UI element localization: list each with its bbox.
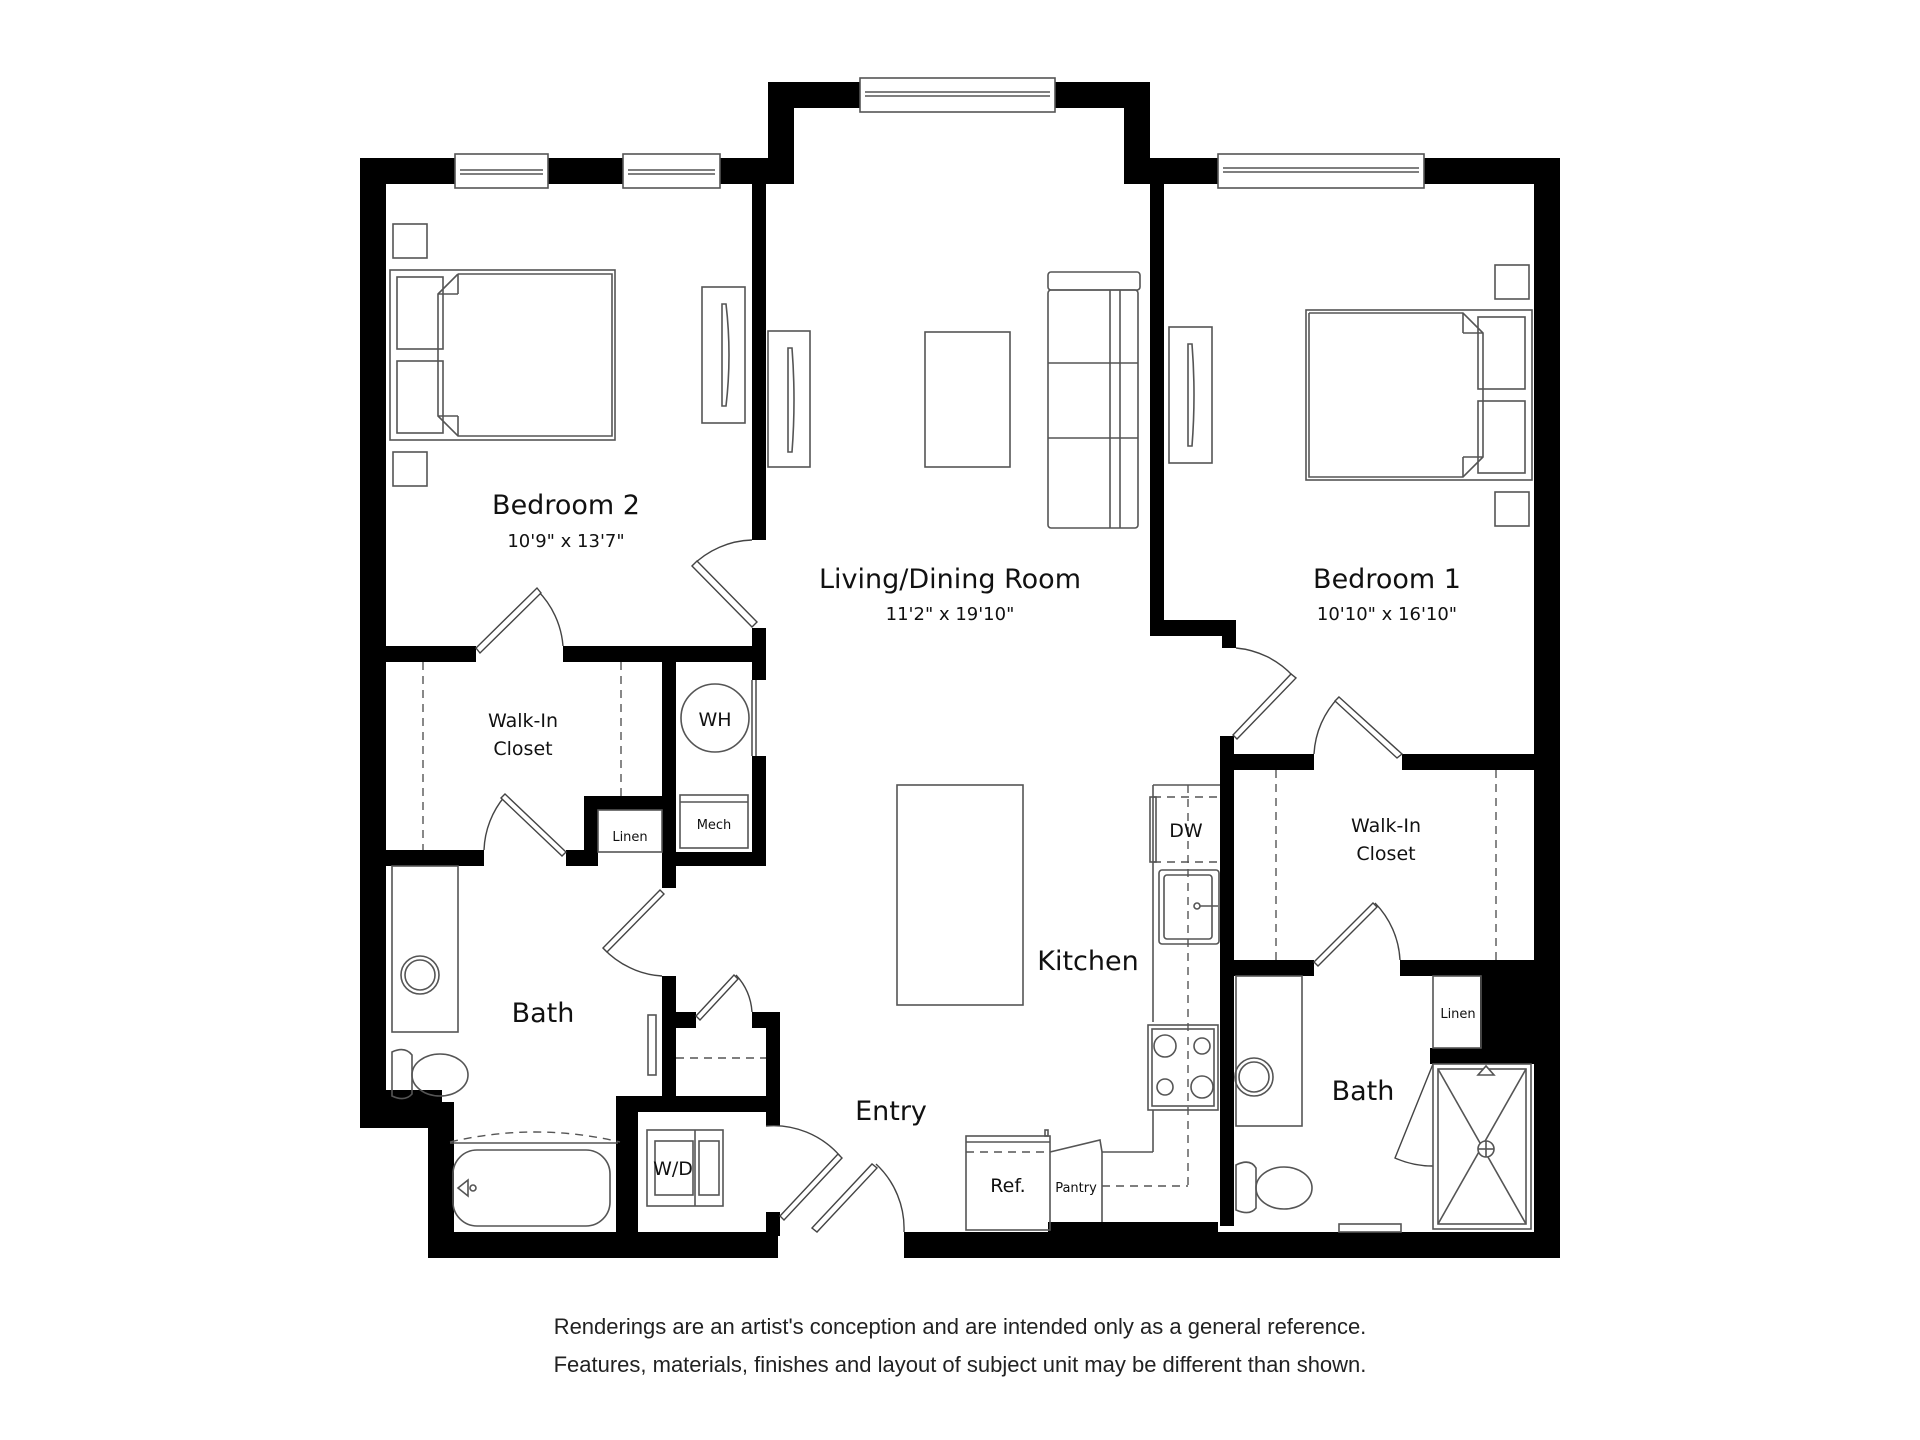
- mech-unit: [679, 794, 749, 849]
- nightstand: [392, 223, 428, 259]
- room-label-bedroom-2: Bedroom 2: [492, 490, 640, 521]
- label-refrigerator: Ref.: [990, 1175, 1025, 1197]
- washer-dryer: [646, 1129, 724, 1207]
- shower: [1432, 1063, 1532, 1230]
- room-dims-living-dining: 11'2" x 19'10": [886, 604, 1015, 625]
- dresser: [701, 286, 746, 424]
- vanity: [391, 865, 459, 1033]
- room-label-kitchen: Kitchen: [1037, 946, 1138, 977]
- toilet: [391, 1048, 469, 1100]
- nightstand: [392, 451, 428, 487]
- room-label-entry: Entry: [855, 1096, 927, 1127]
- nightstand: [1494, 264, 1530, 300]
- bed: [1305, 309, 1533, 481]
- dishwasher-panel: [1149, 796, 1157, 863]
- label-pantry: Pantry: [1055, 1181, 1097, 1196]
- linen-closet-left: [597, 809, 663, 853]
- disclaimer-line-1: Renderings are an artist's conception an…: [553, 1314, 1367, 1339]
- bath-2-fixtures: [391, 865, 766, 1227]
- vanity: [1235, 975, 1303, 1127]
- room-dims-bedroom-1: 10'10" x 16'10": [1317, 604, 1457, 625]
- tv-console: [767, 330, 811, 468]
- label-water-heater: WH: [698, 709, 731, 731]
- bath-1-fixtures: [1234, 975, 1532, 1230]
- kitchen-sink: [1158, 869, 1220, 945]
- label-linen-right: Linen: [1440, 1007, 1475, 1022]
- doors: [475, 539, 1434, 1233]
- water-heater: [680, 683, 750, 753]
- label-washer-dryer: W/D: [653, 1158, 693, 1180]
- room-label-living-dining: Living/Dining Room: [819, 564, 1081, 595]
- sofa: [1047, 271, 1141, 529]
- label-linen-left: Linen: [612, 830, 647, 845]
- pantry: [1049, 1139, 1188, 1222]
- living-room-furniture: [767, 271, 1141, 1006]
- bedroom-1-furniture: [1168, 264, 1533, 527]
- label-mech: Mech: [697, 818, 732, 833]
- room-label-bath-1: Bath: [1332, 1076, 1395, 1107]
- toilet: [1235, 1161, 1313, 1214]
- bed: [389, 269, 616, 441]
- windows: [454, 77, 1425, 189]
- dining-table: [896, 784, 1024, 1006]
- closet-details: [422, 662, 1497, 1049]
- disclaimer-line-2: Features, materials, finishes and layout…: [553, 1352, 1367, 1377]
- room-label-bath-2: Bath: [512, 998, 575, 1029]
- coffee-table: [924, 331, 1011, 468]
- kitchen-fixtures: [965, 784, 1220, 1231]
- nightstand: [1494, 491, 1530, 527]
- room-label-walk-in-closet-2-line1: Walk-In: [488, 710, 558, 732]
- dresser: [1168, 326, 1213, 464]
- refrigerator: [965, 1129, 1051, 1231]
- room-label-bedroom-1: Bedroom 1: [1313, 564, 1461, 595]
- room-label-walk-in-closet-2-line2: Closet: [493, 738, 552, 760]
- label-dishwasher: DW: [1169, 820, 1203, 842]
- bathtub: [449, 1131, 621, 1227]
- room-dims-bedroom-2: 10'9" x 13'7": [507, 531, 624, 552]
- bedroom-2-furniture: [389, 223, 746, 487]
- room-label-walk-in-closet-1-line1: Walk-In: [1351, 815, 1421, 837]
- interior-walls: [386, 184, 1534, 1236]
- exterior-walls: [360, 82, 1560, 1258]
- sink: [400, 955, 440, 995]
- stove: [1147, 1024, 1219, 1111]
- linen-closet-right: [1432, 975, 1482, 1049]
- room-label-walk-in-closet-1-line2: Closet: [1356, 843, 1415, 865]
- sink: [1234, 1057, 1274, 1097]
- room-labels: Bedroom 2 10'9" x 13'7" Living/Dining Ro…: [488, 490, 1476, 1197]
